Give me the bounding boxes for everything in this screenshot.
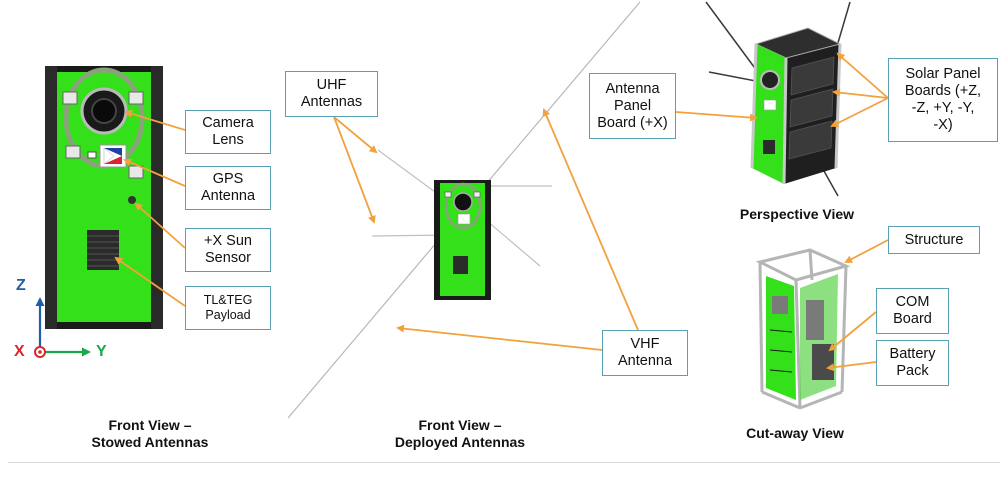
perspective-view-satellite: [705, 1, 851, 197]
label-battery-pack: Battery Pack: [876, 340, 949, 386]
front-view-deployed-satellite: [371, 149, 552, 300]
label-structure: Structure: [888, 226, 980, 254]
sun-sensor-icon: [128, 196, 136, 204]
cutaway-view-satellite: [755, 248, 851, 410]
label-com-board: COM Board: [876, 288, 949, 334]
label-vhf-antenna: VHF Antenna: [602, 330, 688, 376]
philippine-flag-icon: [99, 144, 127, 168]
antenna-label-arrows: [333, 108, 639, 351]
label-gps-antenna: GPS Antenna: [185, 166, 271, 210]
caption-perspective: Perspective View: [739, 206, 855, 222]
caption-cutaway: Cut-away View: [746, 425, 844, 441]
caption-front-deployed: Front View – Deployed Antennas: [394, 417, 526, 450]
bottom-divider: [8, 462, 1000, 463]
x-axis-label: X: [14, 343, 25, 360]
label-camera-lens: Camera Lens: [185, 110, 271, 154]
front-view-stowed-satellite: [45, 66, 163, 329]
label-payload: TL&TEG Payload: [185, 286, 271, 330]
z-axis-label: Z: [16, 277, 26, 294]
cutaway-label-arrows: [826, 239, 889, 372]
label-solar-panels: Solar Panel Boards (+Z, -Z, +Y, -Y, -X): [888, 58, 998, 142]
stowed-label-arrows: [114, 109, 186, 307]
label-sun-sensor: +X Sun Sensor: [185, 228, 271, 272]
caption-front-stowed: Front View – Stowed Antennas: [91, 417, 209, 450]
label-antenna-panel: Antenna Panel Board (+X): [589, 73, 676, 139]
label-uhf-antennas: UHF Antennas: [285, 71, 378, 117]
perspective-label-arrows: [675, 52, 889, 127]
payload-grille: [87, 230, 119, 270]
y-axis-label: Y: [96, 343, 107, 360]
coordinate-axes: [34, 297, 91, 358]
